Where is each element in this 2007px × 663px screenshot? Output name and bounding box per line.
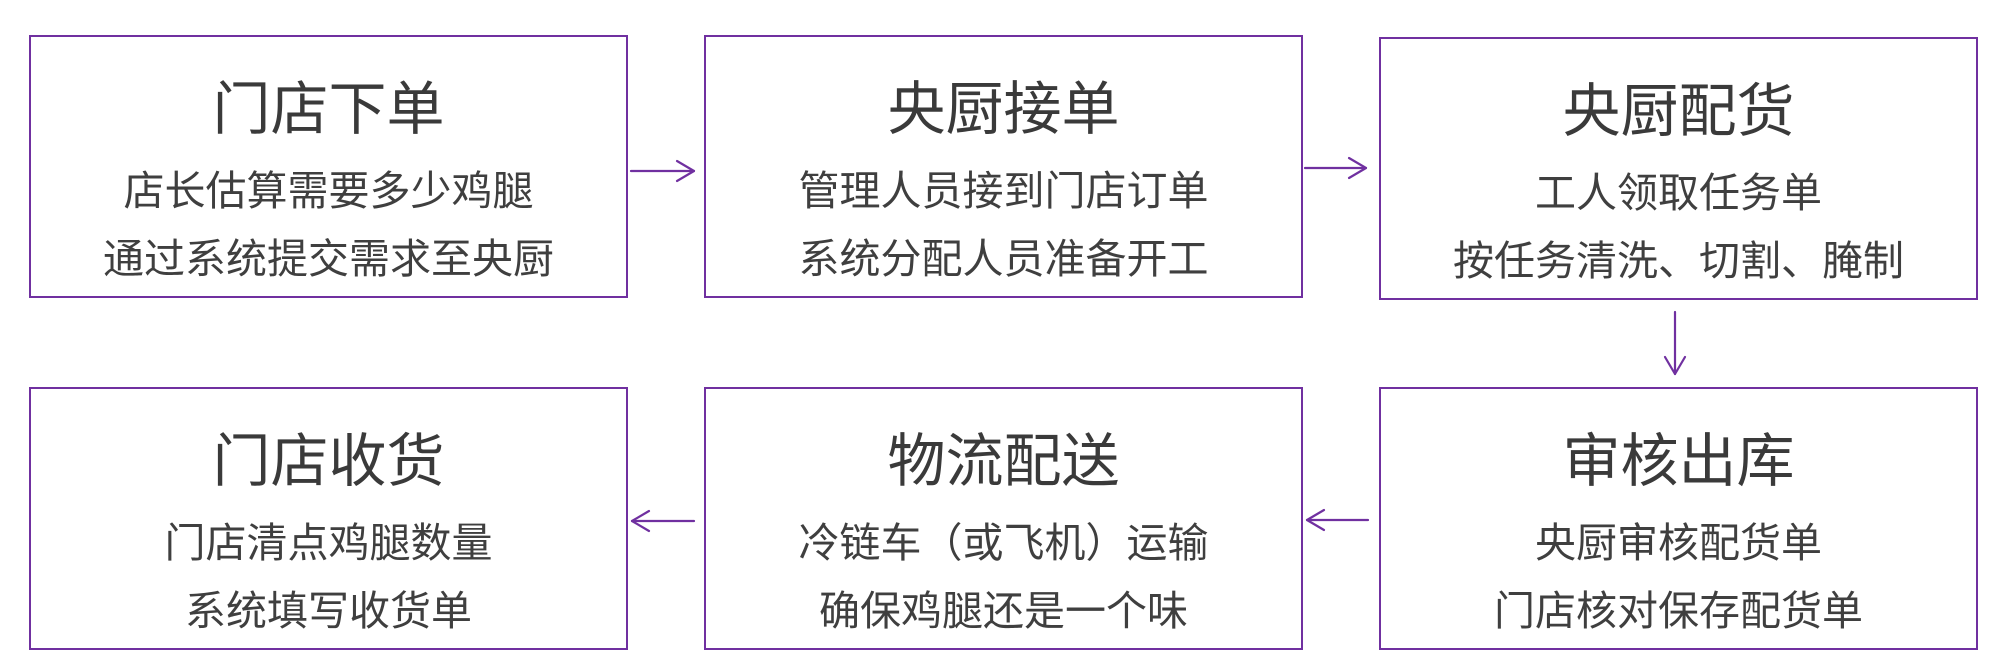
step-description-line: 按任务清洗、切割、腌制 (1453, 237, 1904, 285)
step-title: 审核出库 (1562, 427, 1795, 495)
step-description-line: 工人领取任务单 (1535, 169, 1822, 217)
step-description-line: 央厨审核配货单 (1535, 519, 1822, 567)
step-box-store-order: 门店下单 店长估算需要多少鸡腿 通过系统提交需求至央厨 (29, 35, 628, 298)
step-title: 门店收货 (212, 427, 445, 495)
step-box-store-receive-goods: 门店收货 门店清点鸡腿数量 系统填写收货单 (29, 387, 628, 650)
step-title: 央厨配货 (1562, 77, 1795, 145)
left-arrow-icon (1305, 508, 1370, 532)
step-description-line: 确保鸡腿还是一个味 (819, 587, 1188, 635)
step-description-line: 系统分配人员准备开工 (798, 235, 1209, 283)
step-box-logistics-delivery: 物流配送 冷链车（或飞机）运输 确保鸡腿还是一个味 (704, 387, 1303, 650)
step-description-line: 管理人员接到门店订单 (798, 167, 1209, 215)
step-description-line: 通过系统提交需求至央厨 (103, 235, 554, 283)
step-description-line: 系统填写收货单 (185, 587, 472, 635)
step-description-line: 店长估算需要多少鸡腿 (123, 167, 534, 215)
step-description-line: 冷链车（或飞机）运输 (798, 519, 1209, 567)
step-box-kitchen-receive-order: 央厨接单 管理人员接到门店订单 系统分配人员准备开工 (704, 35, 1303, 298)
left-arrow-icon (630, 509, 696, 533)
right-arrow-icon (629, 159, 696, 183)
step-box-review-dispatch: 审核出库 央厨审核配货单 门店核对保存配货单 (1379, 387, 1978, 650)
step-description-line: 门店清点鸡腿数量 (164, 519, 493, 567)
step-title: 门店下单 (212, 75, 445, 143)
step-title: 央厨接单 (887, 75, 1120, 143)
right-arrow-icon (1303, 156, 1368, 180)
step-box-kitchen-prepare-goods: 央厨配货 工人领取任务单 按任务清洗、切割、腌制 (1379, 37, 1978, 300)
down-arrow-icon (1663, 310, 1687, 376)
step-title: 物流配送 (887, 427, 1120, 495)
step-description-line: 门店核对保存配货单 (1494, 587, 1863, 635)
